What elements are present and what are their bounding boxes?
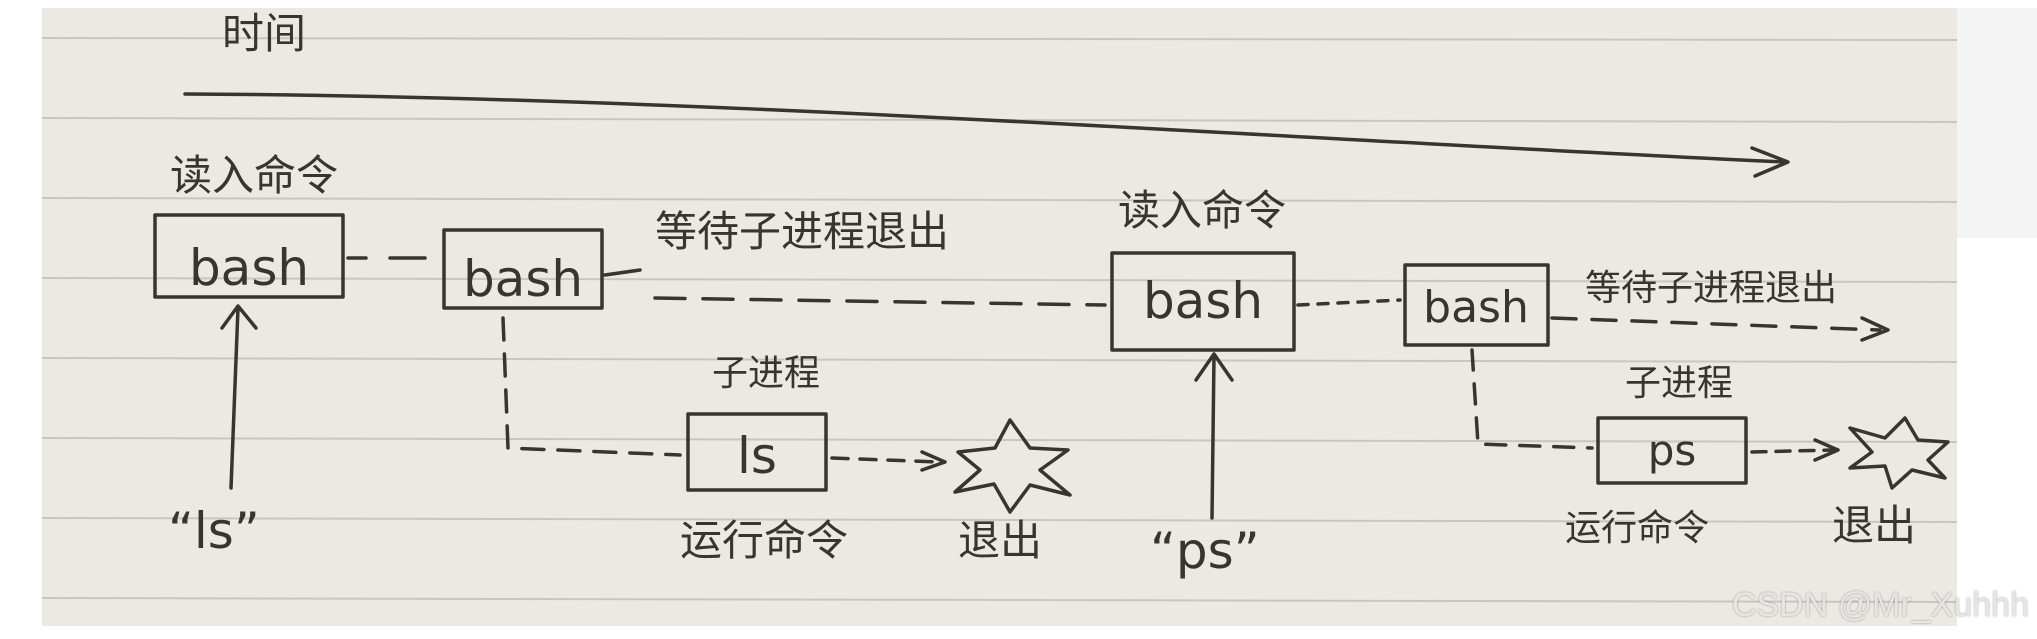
csdn-watermark: CSDN @Mr_Xuhhh bbox=[1731, 586, 2029, 624]
bash-box-2-label: bash bbox=[463, 250, 583, 308]
exit-dashed-arrow-1 bbox=[830, 456, 942, 464]
paper-background bbox=[42, 8, 1957, 626]
wait-child-label-2: 等待子进程退出 bbox=[1585, 268, 1837, 309]
input-arrow-ps bbox=[1210, 354, 1216, 520]
bash-box-1-label: bash bbox=[189, 239, 309, 297]
bash-box-4 bbox=[1403, 263, 1550, 347]
bash-box-3 bbox=[1110, 251, 1296, 352]
ps-box-label: ps bbox=[1648, 426, 1697, 475]
wait-dashed-line-2 bbox=[1550, 316, 1882, 332]
ps-box bbox=[1596, 416, 1748, 485]
exit-label-2: 退出 bbox=[1832, 501, 1916, 550]
exit-star-1 bbox=[953, 418, 1072, 514]
paper-shadow-right bbox=[1957, 8, 2037, 238]
exit-label-1: 退出 bbox=[958, 516, 1042, 565]
input-arrow-ls bbox=[229, 306, 240, 490]
read-command-label-1: 读入命令 bbox=[170, 151, 338, 200]
child-process-label-1: 子进程 bbox=[712, 353, 820, 394]
wait-child-label-1: 等待子进程退出 bbox=[655, 207, 949, 256]
fork-dashed-line-1 bbox=[501, 316, 682, 457]
wait-dashed-line-1 bbox=[653, 296, 1107, 307]
run-command-label-2: 运行命令 bbox=[1565, 508, 1709, 549]
fork-dashed-line-2 bbox=[1470, 348, 1594, 450]
input-ls-label: “ls” bbox=[168, 502, 260, 560]
ls-box bbox=[686, 412, 828, 492]
input-arrowhead-ps bbox=[1194, 352, 1234, 382]
bash-box-2 bbox=[442, 228, 604, 310]
timeline-label: 时间 bbox=[222, 9, 306, 58]
bash-box-3-label: bash bbox=[1143, 272, 1263, 330]
read-command-label-2: 读入命令 bbox=[1118, 186, 1286, 235]
exit-star-2 bbox=[1848, 416, 1950, 490]
run-command-label-1: 运行命令 bbox=[680, 516, 848, 565]
child-process-label-2: 子进程 bbox=[1625, 363, 1733, 404]
bash-box-4-label: bash bbox=[1423, 282, 1529, 333]
exit-arrowhead-2 bbox=[1813, 438, 1840, 462]
exit-dashed-arrow-2 bbox=[1750, 448, 1834, 454]
dotted-line-bash3-bash4 bbox=[1296, 298, 1402, 307]
connector-bash2-wait bbox=[603, 268, 642, 277]
bash-box-1 bbox=[153, 213, 345, 299]
wait-arrowhead-2 bbox=[1860, 316, 1890, 342]
timeline-arrow bbox=[183, 92, 1787, 164]
exit-arrowhead-1 bbox=[920, 450, 947, 472]
input-ps-label: “ps” bbox=[1150, 522, 1260, 580]
input-arrowhead-ls bbox=[220, 304, 258, 330]
timeline-arrowhead bbox=[1750, 146, 1790, 178]
ls-box-label: ls bbox=[737, 427, 777, 485]
